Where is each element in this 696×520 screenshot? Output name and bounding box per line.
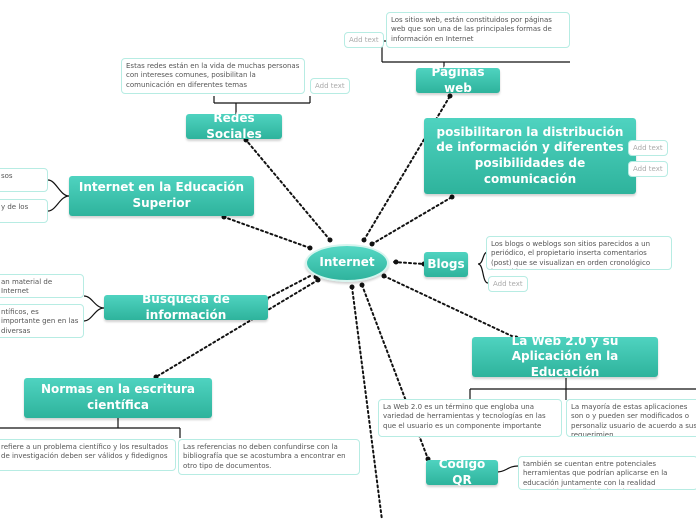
topic-redes-sociales[interactable]: Redes Sociales — [186, 111, 282, 141]
topic-distribucion-informacion[interactable]: posibilitaron la distribución de informa… — [424, 118, 636, 194]
add-text-distribucion-2[interactable]: Add text — [628, 161, 668, 177]
note-web20-2[interactable]: La mayoría de estas aplicaciones son o y… — [566, 399, 696, 437]
note-blogs[interactable]: Los blogs o weblogs son sitios parecidos… — [486, 236, 672, 270]
add-text-paginas-web[interactable]: Add text — [344, 32, 384, 48]
note-normas-1[interactable]: refiere a un problema científico y los r… — [0, 439, 176, 471]
topic-normas-escritura[interactable]: Normas en la escritura científica — [24, 378, 212, 418]
add-text-distribucion-1[interactable]: Add text — [628, 140, 668, 156]
note-paginas-web[interactable]: Los sitios web, están constituidos por p… — [386, 12, 570, 48]
note-normas-2[interactable]: Las referencias no deben confundirse con… — [178, 439, 360, 475]
note-redes-sociales[interactable]: Estas redes están en la vida de muchas p… — [121, 58, 305, 94]
topic-codigo-qr[interactable]: Código QR — [426, 457, 498, 487]
topic-web20-educacion[interactable]: La Web 2.0 y su Aplicación en la Educaci… — [472, 334, 658, 379]
note-busqueda-2[interactable]: ntíficos, es importante gen en las diver… — [0, 304, 84, 338]
note-educacion-superior-1[interactable]: sos — [0, 168, 48, 192]
topic-busqueda-informacion[interactable]: Búsqueda de información — [104, 292, 268, 322]
topic-educacion-superior[interactable]: Internet en la Educación Superior — [69, 176, 254, 216]
central-topic-internet[interactable]: Internet — [305, 244, 389, 282]
add-text-blogs[interactable]: Add text — [488, 276, 528, 292]
note-educacion-superior-2[interactable]: y de los — [0, 199, 48, 223]
note-busqueda-1[interactable]: an material de Internet — [0, 274, 84, 298]
topic-paginas-web[interactable]: Páginas web — [416, 65, 500, 95]
add-text-redes-sociales[interactable]: Add text — [310, 78, 350, 94]
note-web20-1[interactable]: La Web 2.0 es un término que engloba una… — [378, 399, 562, 437]
topic-blogs[interactable]: Blogs — [424, 252, 468, 277]
note-codigo-qr[interactable]: también se cuentan entre potenciales her… — [518, 456, 696, 490]
